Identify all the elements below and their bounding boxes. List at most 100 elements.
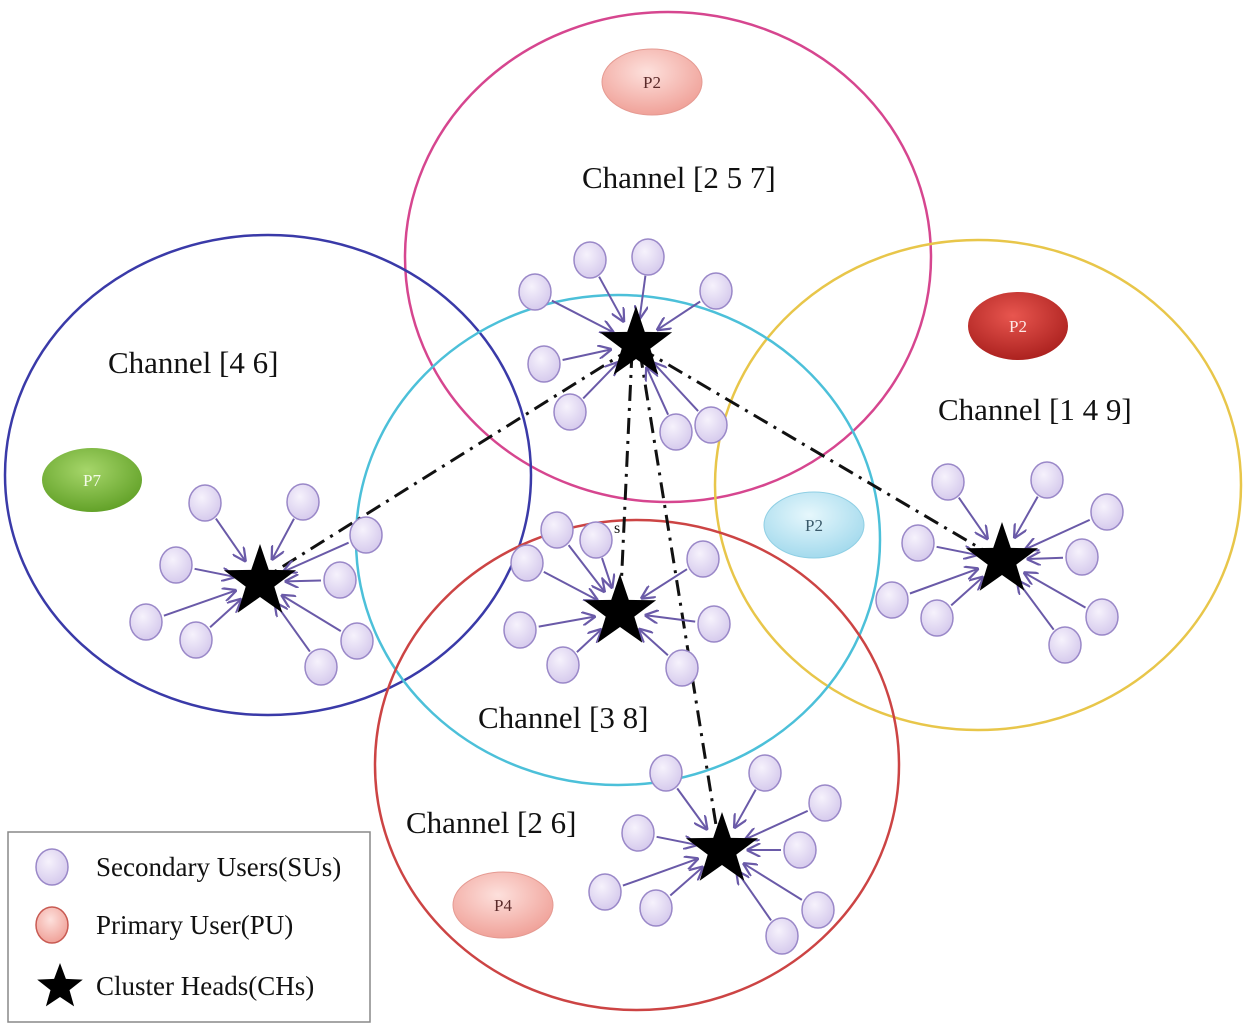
secondary-user-node: [588, 873, 622, 911]
cluster-range-circle-yellow: [713, 238, 1243, 732]
svg-text:P7: P7: [83, 471, 101, 490]
secondary-user-node: [699, 272, 733, 310]
cluster-head-star-left: [223, 544, 297, 613]
cluster-head-star-center: [583, 574, 657, 643]
legend-item-secondary-users: Secondary Users(SUs): [35, 848, 341, 886]
su-link-left-0: [215, 518, 245, 561]
secondary-user-node: [553, 393, 587, 431]
secondary-user-node: [1030, 461, 1064, 499]
primary-user-p2-top: P2: [601, 48, 703, 116]
su-link-left-2: [284, 541, 350, 572]
su-link-top-7: [654, 363, 699, 412]
su-link-right-6: [950, 577, 982, 607]
secondary-user-node: [748, 754, 782, 792]
secondary-user-node: [920, 599, 954, 637]
cluster-head-icon: [37, 963, 83, 1007]
svg-text:Secondary Users(SUs): Secondary Users(SUs): [96, 852, 341, 882]
su-link-center-7: [639, 629, 669, 657]
cluster-range-circle-pink: [403, 10, 933, 504]
su-link-top-5: [582, 363, 618, 400]
secondary-user-node: [159, 546, 193, 584]
su-link-left-3: [194, 569, 235, 577]
secondary-user-node: [1048, 626, 1082, 664]
svg-text:P2: P2: [805, 516, 823, 535]
secondary-users: [129, 238, 1124, 955]
su-link-right-3: [936, 547, 977, 555]
secondary-user-node: [649, 754, 683, 792]
secondary-user-node: [1085, 598, 1119, 636]
channel-label-center: Channel [3 8]: [478, 700, 648, 735]
secondary-user-node: [188, 484, 222, 522]
secondary-user-node: [573, 241, 607, 279]
secondary-user-node: [875, 581, 909, 619]
su-link-left-6: [209, 600, 241, 628]
cluster-head-star-bottom: [685, 812, 759, 881]
secondary-user-node: [1090, 493, 1124, 531]
secondary-user-node: [179, 621, 213, 659]
su-link-bottom-3: [656, 837, 697, 845]
svg-text:P4: P4: [494, 896, 512, 915]
backbone-link-top-left: [257, 346, 633, 584]
secondary-user-node: [579, 521, 613, 559]
primary-user-p4: P4: [452, 871, 554, 939]
su-link-right-2: [1026, 518, 1091, 549]
su-link-right-5: [909, 569, 978, 595]
su-link-bottom-2: [746, 809, 809, 839]
svg-text:Primary User(PU): Primary User(PU): [96, 910, 293, 940]
primary-user-icon: [35, 906, 69, 944]
su-link-center-4: [538, 617, 595, 628]
secondary-user-links: [163, 275, 1091, 921]
secondary-user-node: [349, 516, 383, 554]
svg-text:P2: P2: [1009, 317, 1027, 336]
secondary-user-node: [765, 917, 799, 955]
secondary-user-node: [659, 413, 693, 451]
su-link-center-6: [576, 630, 601, 653]
su-link-center-2: [543, 571, 597, 600]
su-link-center-5: [646, 615, 696, 621]
su-link-top-1: [598, 276, 623, 322]
su-link-left-1: [272, 518, 295, 559]
secondary-user-node: [783, 831, 817, 869]
cluster-head-star-top: [599, 306, 673, 375]
secondary-user-node: [808, 784, 842, 822]
su-link-center-1: [601, 557, 612, 587]
legend: Secondary Users(SUs) Primary User(PU) Cl…: [7, 831, 371, 1023]
secondary-user-node: [546, 646, 580, 684]
legend-item-primary-user: Primary User(PU): [35, 906, 293, 944]
secondary-user-node: [697, 605, 731, 643]
secondary-user-node: [510, 544, 544, 582]
primary-user-p2-right: P2: [968, 292, 1068, 360]
stray-label: s: [614, 520, 620, 537]
su-link-left-4: [286, 581, 322, 582]
su-link-top-2: [640, 275, 646, 318]
channel-label-right: Channel [1 4 9]: [938, 392, 1132, 427]
secondary-user-node: [801, 891, 835, 929]
cluster-head-star-right: [965, 522, 1039, 591]
secondary-user-node: [686, 540, 720, 578]
primary-user-p7: P7: [42, 448, 142, 512]
primary-users: P2 P7 P2 P2 P4: [42, 48, 1068, 939]
su-link-right-7: [1025, 573, 1086, 609]
secondary-user-node: [901, 524, 935, 562]
secondary-user-node: [631, 238, 665, 276]
legend-item-cluster-heads: Cluster Heads(CHs): [37, 963, 314, 1007]
cluster-heads: [223, 306, 1039, 881]
cluster-head-backbone-links: [257, 346, 1001, 851]
su-link-left-7: [282, 596, 342, 632]
secondary-user-node: [518, 273, 552, 311]
su-link-bottom-0: [676, 787, 707, 829]
cluster-range-circle-red: [373, 518, 901, 1012]
secondary-user-node: [304, 648, 338, 686]
svg-text:Cluster Heads(CHs): Cluster Heads(CHs): [96, 971, 314, 1001]
secondary-user-node: [323, 561, 357, 599]
su-link-top-6: [647, 368, 670, 416]
su-link-bottom-6: [669, 867, 702, 897]
channel-labels: Channel [2 5 7] Channel [4 6] Channel [1…: [108, 160, 1132, 840]
secondary-user-node: [694, 406, 728, 444]
backbone-link-top-bottom: [638, 351, 722, 851]
channel-label-left: Channel [4 6]: [108, 345, 278, 380]
su-link-left-5: [163, 591, 236, 617]
secondary-user-node: [286, 483, 320, 521]
secondary-user-icon: [35, 848, 69, 886]
